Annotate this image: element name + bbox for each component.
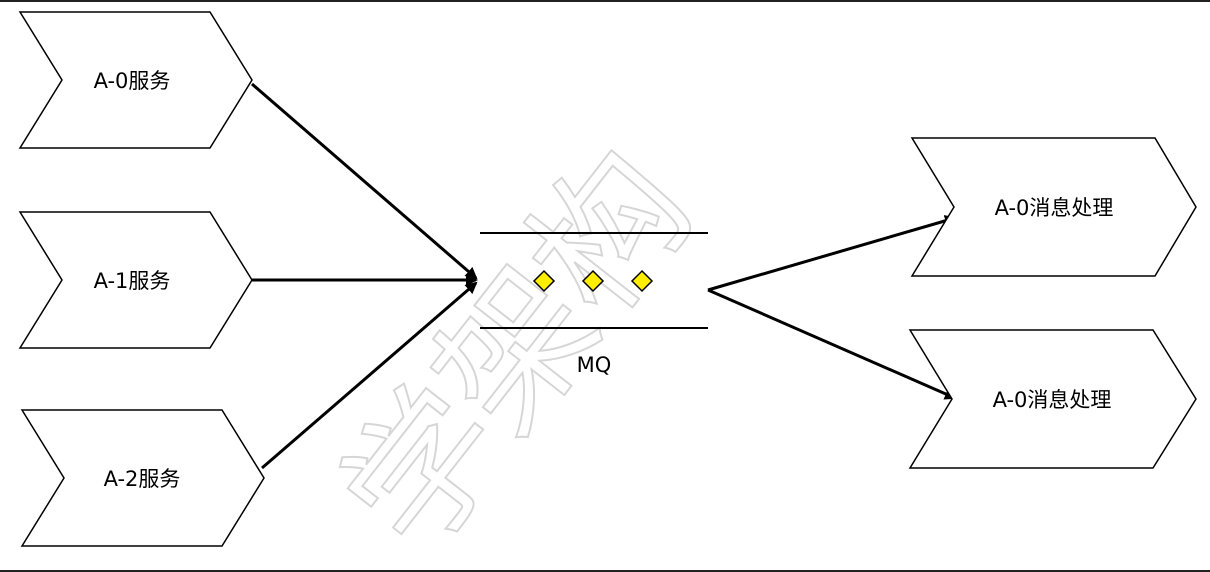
queue-message-icon bbox=[630, 269, 654, 293]
chevron-shape bbox=[18, 11, 253, 149]
arrow-mq-to-consumer-2 bbox=[707, 288, 957, 400]
chevron-shape bbox=[908, 329, 1197, 469]
source-node-a1: A-1服务 bbox=[18, 211, 253, 349]
source-node-label: A-2服务 bbox=[104, 467, 181, 491]
arrow-mq-to-consumer-1 bbox=[707, 215, 957, 292]
queue-label: MQ bbox=[577, 353, 612, 377]
consumer-node-label: A-0消息处理 bbox=[993, 388, 1112, 412]
queue-messages bbox=[532, 269, 654, 293]
chevron-shape bbox=[18, 211, 253, 349]
chevron-shape bbox=[910, 137, 1197, 277]
consumer-node-2: A-0消息处理 bbox=[908, 329, 1197, 469]
source-node-a0: A-0服务 bbox=[18, 11, 253, 149]
arrow-a0-to-mq bbox=[251, 82, 478, 280]
arrow-a2-to-mq bbox=[261, 281, 478, 470]
source-node-label: A-0服务 bbox=[94, 69, 171, 93]
consumer-node-1: A-0消息处理 bbox=[910, 137, 1197, 277]
chevron-shape bbox=[20, 409, 265, 547]
queue-message-icon bbox=[532, 269, 556, 293]
source-node-label: A-1服务 bbox=[94, 269, 171, 293]
source-node-a2: A-2服务 bbox=[20, 409, 265, 547]
queue-message-icon bbox=[581, 269, 605, 293]
consumer-node-label: A-0消息处理 bbox=[995, 196, 1114, 220]
message-queue: MQ bbox=[480, 232, 708, 377]
